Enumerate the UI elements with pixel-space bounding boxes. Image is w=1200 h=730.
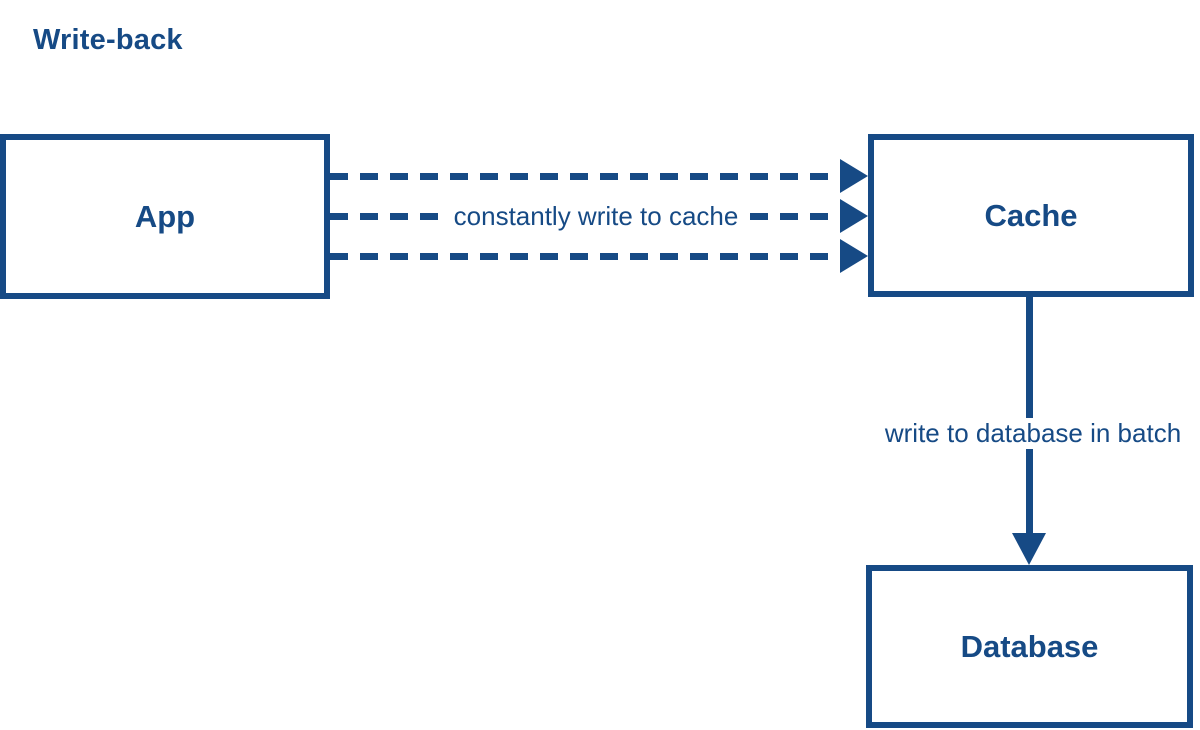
node-app: App [0,134,330,299]
arrowhead-down-icon [1012,533,1046,565]
node-database: Database [866,565,1193,728]
edge-label-write-to-database-in-batch: write to database in batch [878,418,1188,449]
edge-label-constantly-write-to-cache: constantly write to cache [447,201,745,232]
edge-app-cache-dashed-line-3 [330,253,842,260]
arrowhead-right-icon [840,239,868,273]
edge-app-cache-dashed-line-1 [330,173,842,180]
arrowhead-right-icon [840,199,868,233]
node-cache-label: Cache [984,197,1078,233]
node-database-label: Database [960,628,1099,664]
edge-cache-database-line [1026,297,1033,535]
diagram-title: Write-back [33,24,183,56]
node-app-label: App [134,198,196,234]
arrowhead-right-icon [840,159,868,193]
node-cache: Cache [868,134,1194,297]
